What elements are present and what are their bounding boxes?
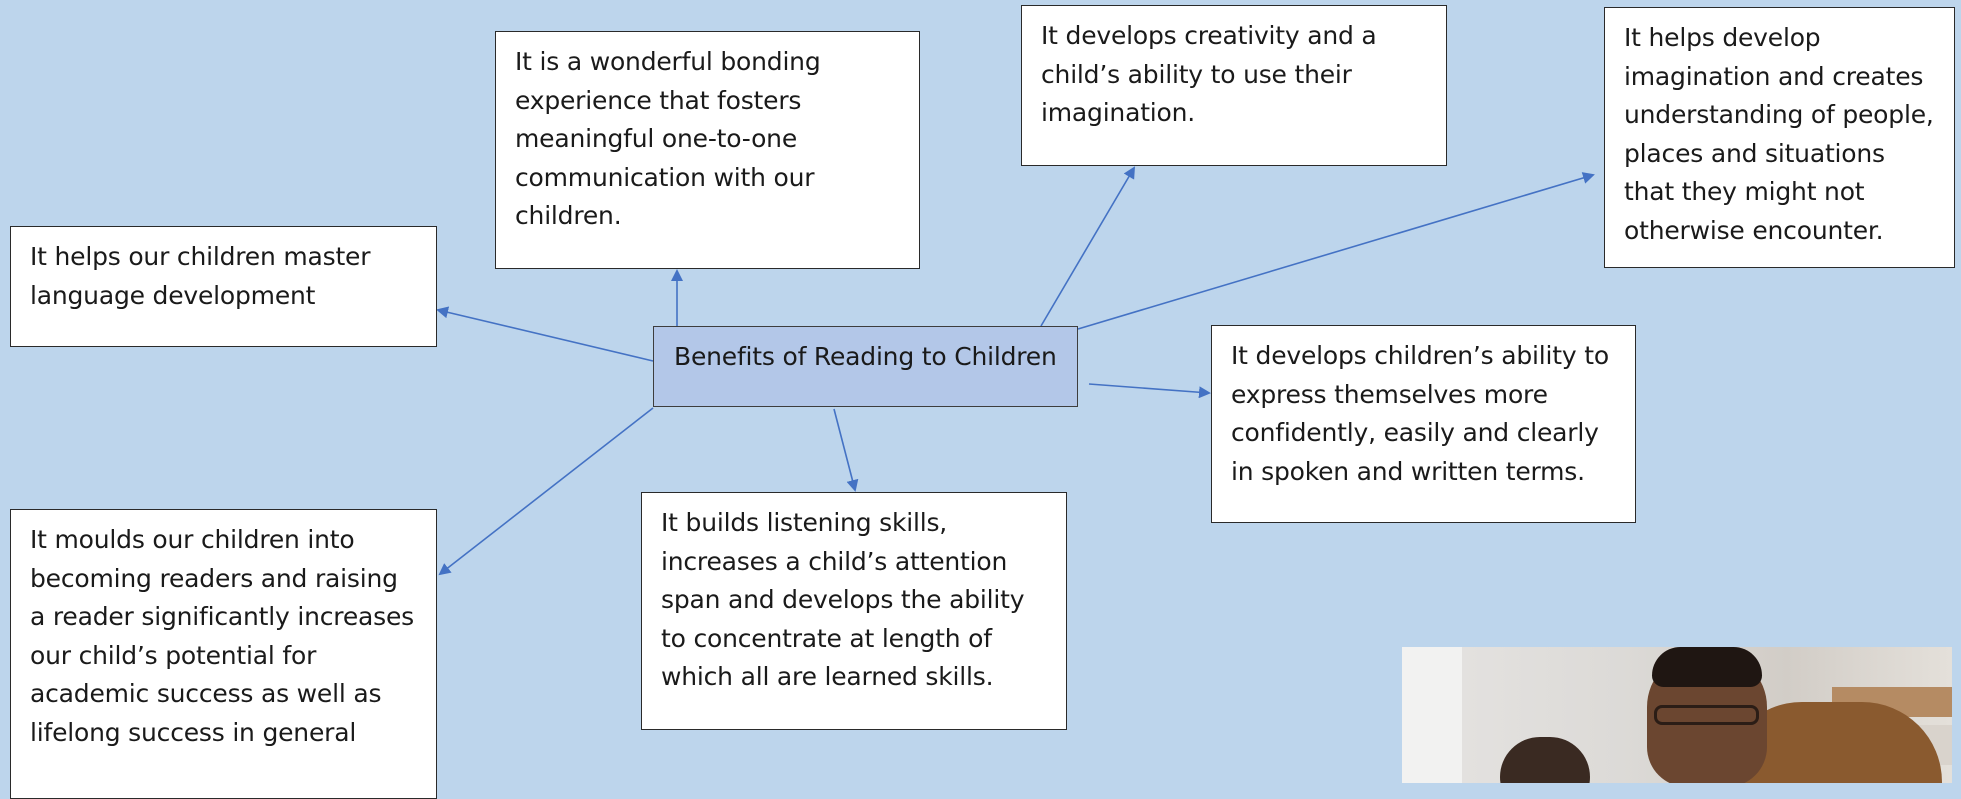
benefit-expression-box: It develops children’s ability to expres… — [1211, 325, 1636, 523]
arrow-to-creativity — [1040, 166, 1136, 327]
arrow-to-listening — [833, 408, 859, 492]
benefit-language-box: It helps our children master language de… — [10, 226, 437, 347]
benefit-imagination-text: It helps develop imagination and creates… — [1624, 23, 1934, 245]
arrow-to-expression — [1088, 383, 1211, 399]
benefit-readers-text: It moulds our children into becoming rea… — [30, 525, 414, 747]
arrow-to-readers — [438, 407, 654, 576]
benefit-language-text: It helps our children master language de… — [30, 242, 371, 310]
parent-reading-photo — [1402, 647, 1952, 783]
central-topic-text: Benefits of Reading to Children — [674, 342, 1057, 371]
benefit-creativity-box: It develops creativity and a child’s abi… — [1021, 5, 1447, 166]
benefit-imagination-box: It helps develop imagination and creates… — [1604, 7, 1955, 268]
benefit-readers-box: It moulds our children into becoming rea… — [10, 509, 437, 799]
benefit-bonding-text: It is a wonderful bonding experience tha… — [515, 47, 821, 230]
benefit-bonding-box: It is a wonderful bonding experience tha… — [495, 31, 920, 269]
benefit-creativity-text: It develops creativity and a child’s abi… — [1041, 21, 1377, 127]
benefit-listening-text: It builds listening skills, increases a … — [661, 508, 1025, 691]
central-topic-box: Benefits of Reading to Children — [653, 326, 1078, 407]
benefit-expression-text: It develops children’s ability to expres… — [1231, 341, 1609, 486]
arrow-to-imagination — [1077, 172, 1595, 330]
arrow-to-language — [436, 306, 654, 362]
benefit-listening-box: It builds listening skills, increases a … — [641, 492, 1067, 730]
